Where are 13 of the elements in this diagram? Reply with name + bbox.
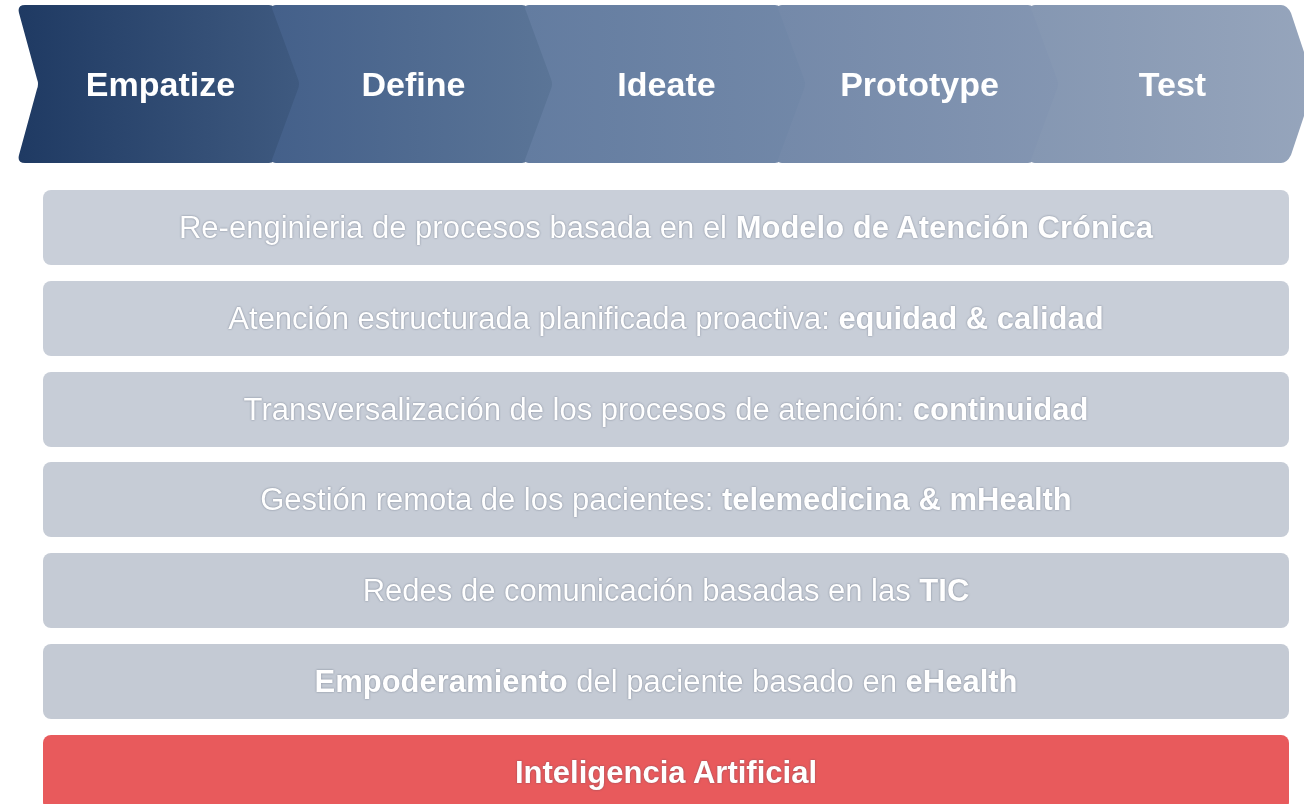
stage-label: Test — [1138, 67, 1207, 101]
strategy-bar — [43, 644, 1289, 719]
strategy-bar — [43, 190, 1289, 265]
bar-text: Empoderamiento del paciente basado en eHealth — [314, 666, 1018, 697]
bar-text: Gestión remota de los pacientes: telemedicina & mHealth — [260, 484, 1072, 516]
bar-text: Redes de comunicación basadas en las TIC — [362, 575, 970, 607]
strategy-bar — [43, 371, 1289, 447]
highlight-bar — [43, 734, 1289, 804]
bar-text: Transversalización de los procesos de atención: continuidad — [243, 393, 1089, 425]
bar-text: Inteligencia Artificial — [514, 756, 817, 788]
strategy-bar — [43, 462, 1289, 538]
strategy-bar — [43, 280, 1289, 356]
strategy-bar — [43, 553, 1289, 629]
